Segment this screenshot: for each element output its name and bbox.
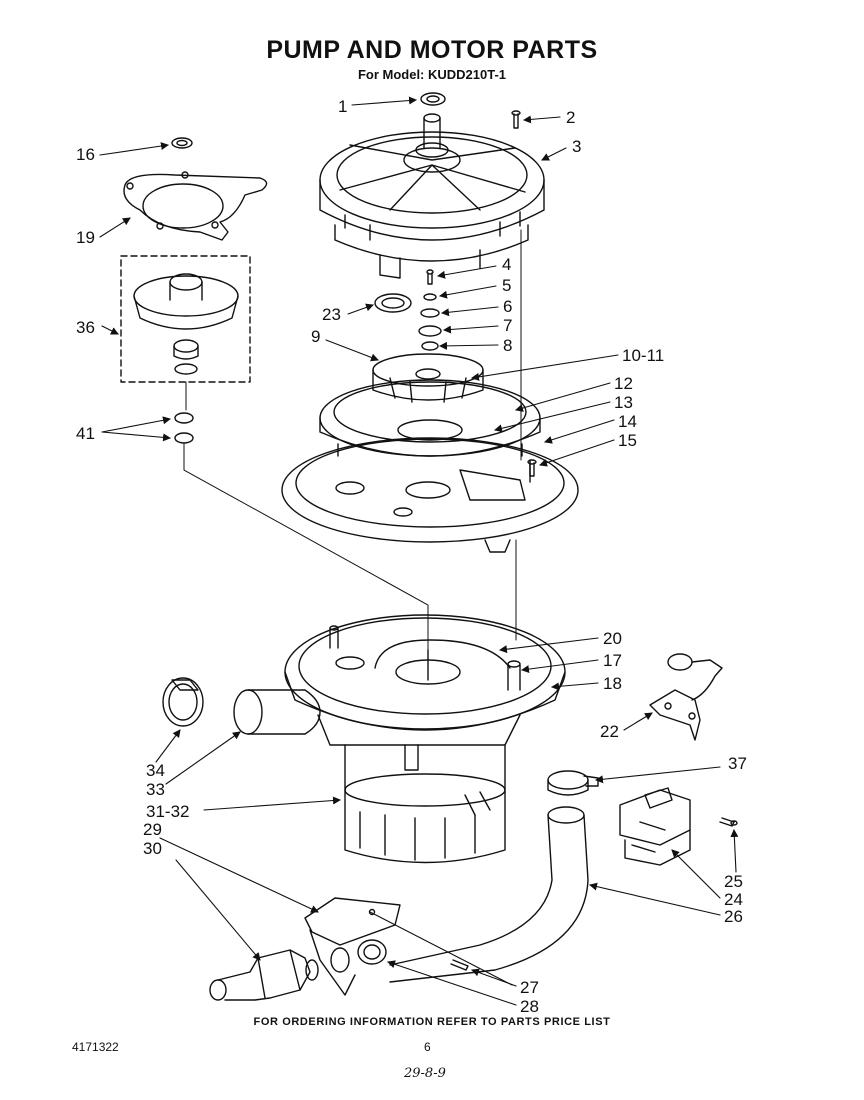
callout-5: 5 xyxy=(502,276,511,295)
part-41-rings xyxy=(174,412,194,444)
callout-37: 37 xyxy=(728,754,747,773)
callout-9: 9 xyxy=(311,327,320,346)
part-16-ring xyxy=(171,137,193,149)
part-20-seal-ring xyxy=(374,639,511,669)
leader-lines xyxy=(99,96,739,1006)
callout-2: 2 xyxy=(566,108,575,127)
callout-19: 19 xyxy=(76,228,95,247)
part-12-13-pump-housing xyxy=(319,379,541,457)
part-28-grommet xyxy=(330,939,387,973)
callout-12: 12 xyxy=(614,374,633,393)
callout-26: 26 xyxy=(724,907,743,926)
part-27-screw xyxy=(450,959,469,971)
part-26-drain-hose xyxy=(389,806,589,983)
part-18-pump-base xyxy=(284,614,566,731)
part-3-motor-cover xyxy=(319,113,545,279)
callout-10-11: 10-11 xyxy=(622,346,664,365)
part-1-seal xyxy=(420,92,446,106)
callout-27: 27 xyxy=(520,978,539,997)
part-9-impeller xyxy=(372,353,484,403)
page-title: PUMP AND MOTOR PARTS xyxy=(266,36,598,64)
callout-28: 28 xyxy=(520,997,539,1016)
part-34-clamp xyxy=(162,677,204,727)
part-31-32-motor xyxy=(317,714,521,864)
document-number: 4171322 xyxy=(72,1040,119,1054)
callout-17: 17 xyxy=(603,651,622,670)
part-25-screw xyxy=(719,817,738,827)
callout-31-32: 31-32 xyxy=(146,802,189,821)
part-36-assembly xyxy=(120,255,251,383)
callout-33: 33 xyxy=(146,780,165,799)
page-number: 6 xyxy=(424,1040,431,1054)
part-24-switch xyxy=(619,787,691,866)
callout-8: 8 xyxy=(503,336,512,355)
callout-15: 15 xyxy=(618,431,637,450)
part-15-screw xyxy=(527,459,537,477)
part-33-hose xyxy=(233,689,321,735)
callout-25: 25 xyxy=(724,872,743,891)
ordering-info-footer: FOR ORDERING INFORMATION REFER TO PARTS … xyxy=(253,1016,611,1028)
callout-1: 1 xyxy=(338,97,347,116)
handwritten-note: 29-8-9 xyxy=(404,1066,446,1081)
callout-23: 23 xyxy=(322,305,341,324)
callout-6: 6 xyxy=(503,297,512,316)
callout-20: 20 xyxy=(603,629,622,648)
part-17-post xyxy=(507,660,521,691)
callout-13: 13 xyxy=(614,393,633,412)
callout-41: 41 xyxy=(76,424,95,443)
part-2-screw xyxy=(511,110,521,129)
part-14-lower-plate xyxy=(281,437,579,553)
assembly-guide-lines xyxy=(183,229,522,651)
callout-29: 29 xyxy=(143,820,162,839)
callout-7: 7 xyxy=(503,316,512,335)
callout-34: 34 xyxy=(146,761,165,780)
callout-30: 30 xyxy=(143,839,162,858)
parts-4-8-hardware-stack xyxy=(418,269,442,351)
callout-18: 18 xyxy=(603,674,622,693)
part-19-gasket xyxy=(123,171,268,241)
model-subtitle: For Model: KUDD210T-1 xyxy=(357,67,507,82)
callout-22: 22 xyxy=(600,722,619,741)
part-23-seal xyxy=(374,293,412,313)
callout-16: 16 xyxy=(76,145,95,164)
callout-labels: 1 2 3 4 5 6 7 8 9 10-11 12 13 14 15 16 1… xyxy=(76,97,747,1016)
callout-3: 3 xyxy=(572,137,581,156)
callout-36: 36 xyxy=(76,318,95,337)
callout-4: 4 xyxy=(502,255,511,274)
callout-14: 14 xyxy=(618,412,637,431)
part-30-fitting xyxy=(209,949,319,1001)
callout-24: 24 xyxy=(724,890,743,909)
part-29-bracket xyxy=(304,897,401,996)
part-37-clamp xyxy=(547,770,599,796)
part-22-bracket xyxy=(649,653,723,741)
